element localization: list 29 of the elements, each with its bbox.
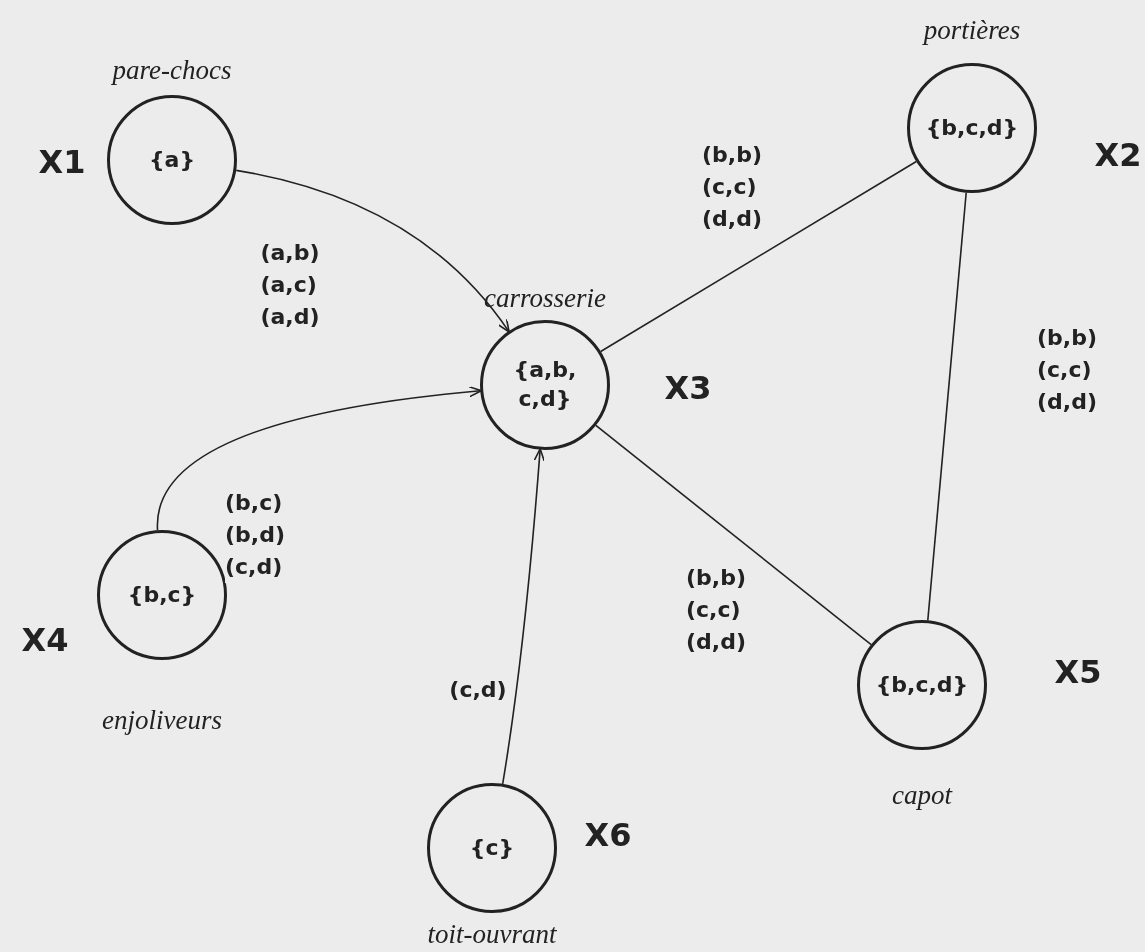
- node-circle: [907, 63, 1037, 193]
- variable-label: X3: [664, 369, 712, 407]
- node-circle: [857, 620, 987, 750]
- variable-label: X5: [1054, 653, 1102, 691]
- set-label: {b,c,d}: [925, 113, 1019, 142]
- connector-line: [156, 386, 483, 531]
- set-label: {a}: [148, 145, 196, 174]
- connector-line: [235, 169, 510, 333]
- part-name: carrosserie: [484, 282, 606, 314]
- set-label: {c}: [469, 833, 515, 862]
- part-name: toit-ouvrant: [427, 918, 557, 950]
- set-label: {b,c}: [127, 580, 197, 609]
- node-circle: [480, 320, 610, 450]
- part-name: portières: [923, 14, 1021, 46]
- connector-line: [927, 191, 967, 622]
- node-circle: [107, 95, 237, 225]
- part-name: enjoliveurs: [102, 704, 222, 736]
- connector-line: [599, 160, 918, 353]
- set-label: {a,b, c,d}: [513, 356, 577, 413]
- node-circle: [427, 783, 557, 913]
- variable-label: X1: [38, 143, 86, 181]
- set-label: {b,c,d}: [875, 670, 969, 699]
- part-name: capot: [892, 779, 952, 811]
- variable-label: X4: [21, 621, 69, 659]
- connector-line: [595, 424, 872, 646]
- variable-label: X6: [584, 816, 632, 854]
- connector-line: [501, 448, 546, 785]
- part-name: pare-chocs: [112, 54, 232, 86]
- variable-label: X2: [1094, 136, 1142, 174]
